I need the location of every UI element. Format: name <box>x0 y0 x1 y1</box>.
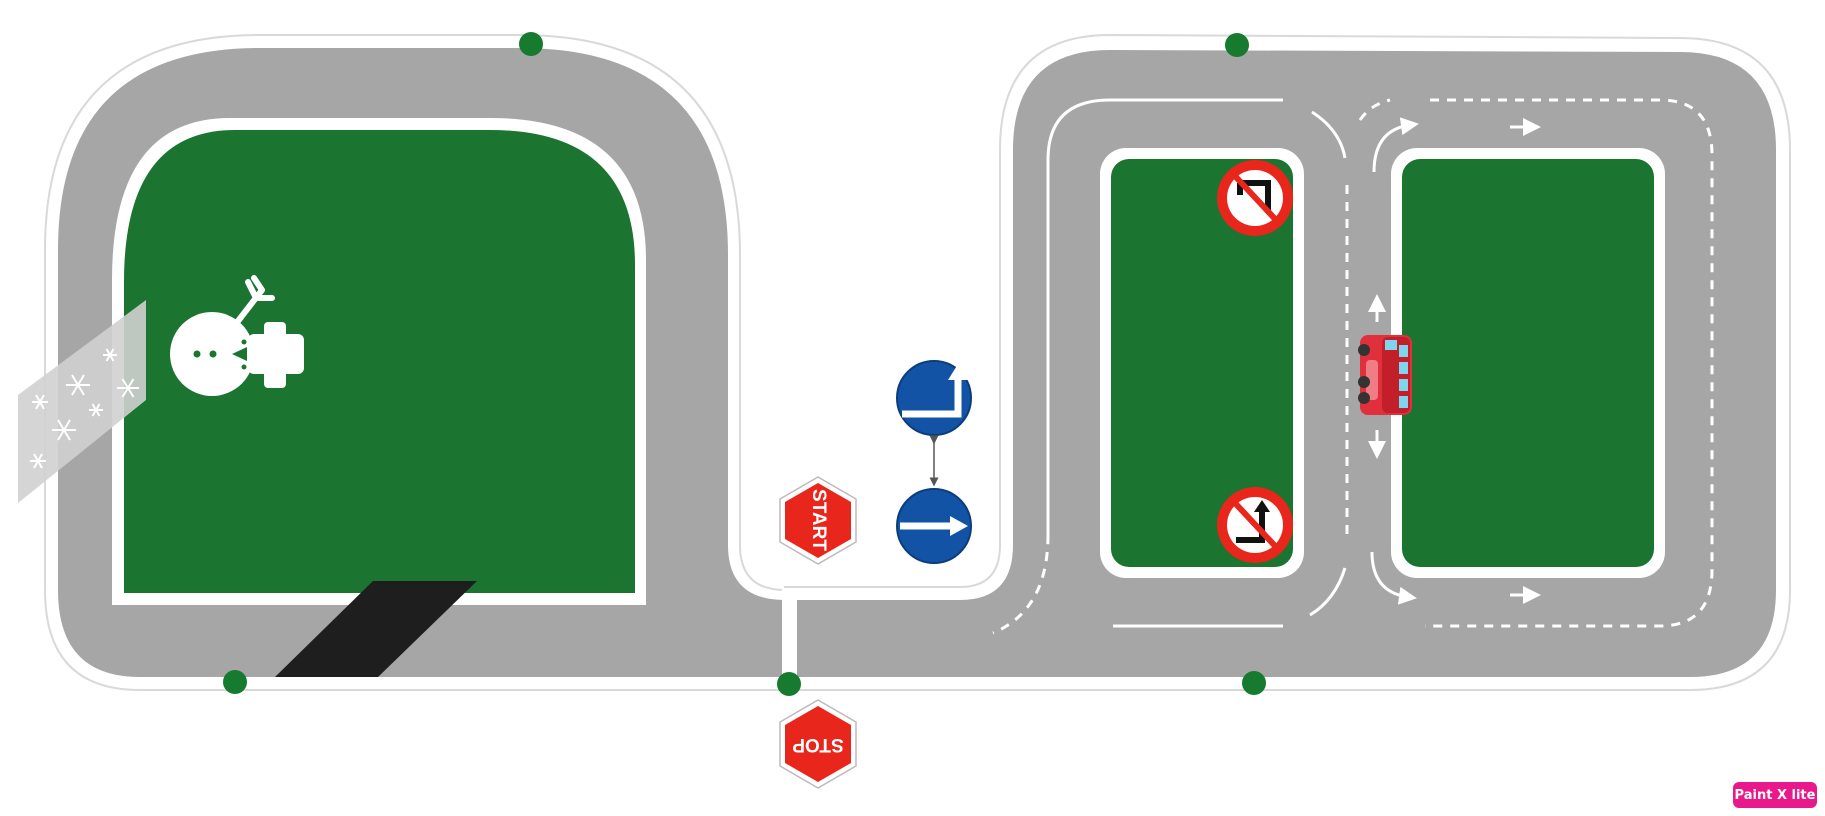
no-left-turn-icon <box>1236 510 1265 543</box>
checkpoint-marker[interactable] <box>1225 33 1249 57</box>
start-sign[interactable]: START <box>779 476 857 565</box>
turn-arrow-bottom <box>1370 551 1417 605</box>
stop-sign[interactable]: STOP <box>779 699 857 789</box>
left-track <box>44 34 1011 691</box>
checkpoint-marker[interactable] <box>519 32 543 56</box>
snow-zone <box>18 300 146 503</box>
bus-icon[interactable] <box>1358 335 1412 415</box>
snow-patch <box>18 300 146 503</box>
turn-arrow-top <box>1372 117 1419 173</box>
right-grass <box>1402 159 1654 567</box>
stop-label: STOP <box>792 734 844 755</box>
checkpoints <box>223 32 1266 696</box>
straight-right-sign[interactable] <box>896 488 972 564</box>
curve-top-right <box>1358 98 1391 121</box>
snowflake-icon <box>30 348 139 469</box>
checkpoint-marker[interactable] <box>223 670 247 694</box>
watermark-badge[interactable]: Paint X lite <box>1733 782 1817 808</box>
no-u-turn-sign[interactable] <box>1217 160 1293 236</box>
turn-then-straight-sign[interactable] <box>896 360 972 436</box>
checkpoint-marker[interactable] <box>777 672 801 696</box>
inner-lane-line-dashed <box>992 534 1050 635</box>
turn-then-straight-icon <box>902 378 962 418</box>
middle-grass <box>1111 159 1293 567</box>
snowman-icon <box>170 275 304 396</box>
checkpoint-marker[interactable] <box>1242 671 1266 695</box>
curve-top-left <box>1311 110 1347 159</box>
inner-lane-line <box>1046 98 1283 535</box>
right-track <box>782 33 1791 691</box>
no-left-turn-sign[interactable] <box>1217 487 1293 563</box>
curve-bottom-left <box>1309 567 1347 617</box>
crosswalk <box>275 581 477 677</box>
start-label: START <box>808 489 829 551</box>
left-grass <box>124 130 635 593</box>
